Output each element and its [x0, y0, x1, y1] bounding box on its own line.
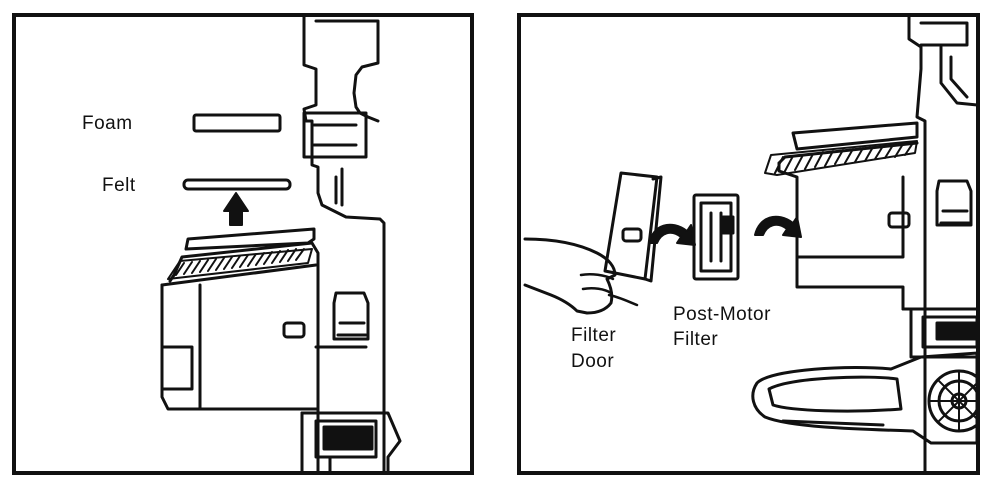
filter-door-label-line2: Door — [571, 351, 615, 372]
curved-arrow-icon — [648, 223, 696, 246]
left-panel-premotor-filters: Foam Felt — [12, 13, 474, 475]
filter-lid — [184, 227, 316, 251]
left-panel-illustration — [160, 17, 402, 471]
post-motor-label-line2: Filter — [673, 329, 719, 350]
foam-label: Foam — [82, 113, 133, 134]
dust-cup-body — [168, 241, 320, 471]
hand-icon — [523, 237, 617, 315]
filter-door-label-line1: Filter — [571, 325, 617, 346]
grille — [764, 140, 918, 176]
dust-cup-body — [791, 121, 919, 151]
grille — [167, 248, 313, 280]
right-panel-postmotor-filter: Filter Door Post-Motor Filter — [517, 13, 980, 475]
felt-filter — [182, 178, 292, 191]
latch — [935, 179, 973, 227]
vacuum-handle-column — [907, 17, 927, 471]
up-arrow-icon — [223, 192, 249, 226]
post-motor-filter — [692, 193, 740, 281]
curved-arrow-icon — [754, 215, 802, 238]
clamp-collar — [302, 111, 368, 159]
post-motor-label-line1: Post-Motor — [673, 304, 771, 325]
felt-label: Felt — [102, 175, 136, 196]
right-panel-illustration — [523, 17, 976, 471]
floor-head — [751, 351, 976, 445]
wheel-icon — [927, 369, 976, 433]
latch — [332, 291, 370, 341]
vacuum-handle-column — [302, 17, 386, 471]
foam-filter — [192, 113, 282, 133]
